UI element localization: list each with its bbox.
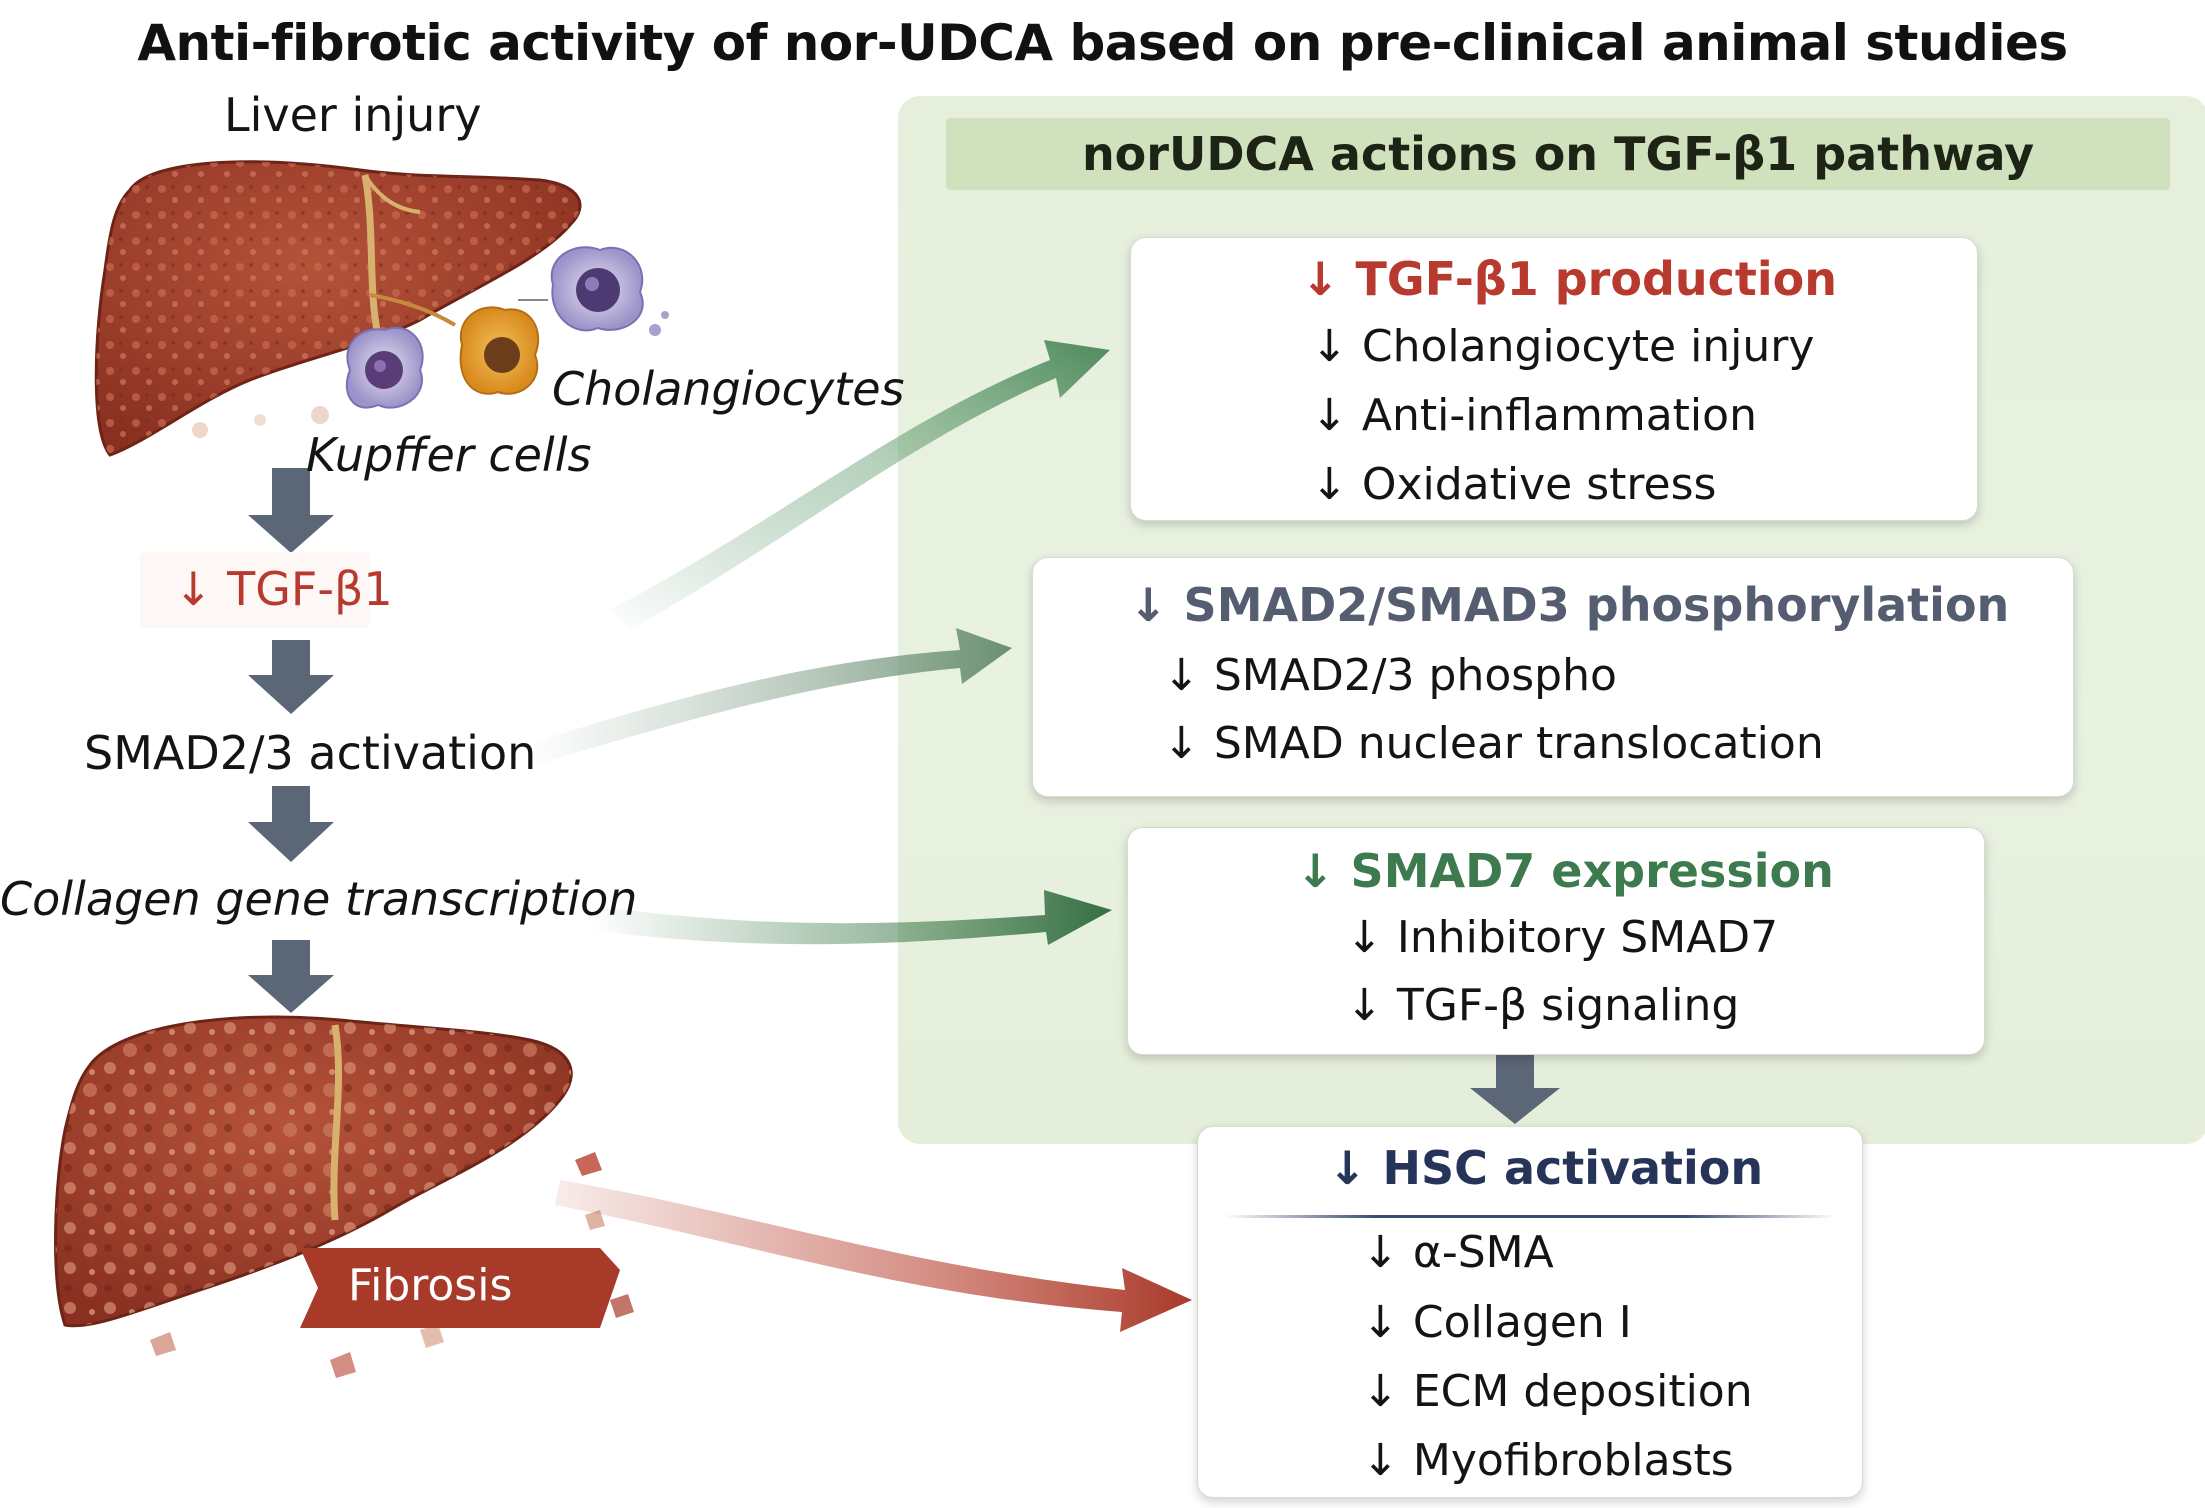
- flow-arrow-2: [248, 640, 334, 714]
- cholangiocyte-cell-icon: [459, 306, 540, 395]
- cholangiocytes-label: Cholangiocytes: [552, 362, 905, 416]
- collagen-transcription-label: Collagen gene transcription: [0, 872, 638, 926]
- card1-item: ↓ Anti-inflammation: [1311, 390, 1757, 441]
- hsc-item: ↓ Collagen I: [1362, 1297, 1632, 1348]
- flow-arrow-1: [248, 468, 334, 553]
- hsc-item: ↓ ECM deposition: [1362, 1366, 1753, 1417]
- immune-cell-icon: [518, 246, 669, 336]
- card2-item: ↓ SMAD nuclear translocation: [1163, 718, 1824, 769]
- arrow-tgf-to-production: [610, 340, 1110, 630]
- card3-item: ↓ TGF-β signaling: [1346, 980, 1740, 1031]
- card1-item: ↓ Cholangiocyte injury: [1311, 321, 1815, 372]
- hsc-divider: [1224, 1215, 1836, 1218]
- smad-activation-label: SMAD2/3 activation: [84, 726, 537, 780]
- arrow-smad-to-phosphorylation: [525, 628, 1012, 765]
- tgf-label: ↓ TGF-β1: [174, 562, 393, 616]
- hsc-item: ↓ α-SMA: [1362, 1227, 1554, 1278]
- panel-header: norUDCA actions on TGF-β1 pathway: [946, 118, 2170, 190]
- kupffer-cell-icon: [345, 326, 424, 409]
- arrow-smad7-to-hsc: [1470, 1053, 1560, 1124]
- fibrosis-banner: [300, 1248, 620, 1328]
- card3-item: ↓ Inhibitory SMAD7: [1346, 912, 1779, 963]
- arrow-collagen-to-smad7: [590, 890, 1112, 945]
- smad7-expression-card: ↓ SMAD7 expression ↓ Inhibitory SMAD7 ↓ …: [1127, 827, 1985, 1055]
- arrow-fibrosis-to-hsc: [555, 1180, 1192, 1332]
- fibrotic-liver-illustration: [54, 1015, 573, 1328]
- fibrosis-debris: [150, 1152, 634, 1378]
- kupffer-cells-label: Kupffer cells: [306, 428, 592, 482]
- tgf-label-box: ↓ TGF-β1: [140, 552, 393, 628]
- hsc-activation-title: ↓ HSC activation: [1328, 1141, 1764, 1195]
- smad7-expression-title: ↓ SMAD7 expression: [1296, 844, 1834, 898]
- card2-item: ↓ SMAD2/3 phospho: [1163, 650, 1617, 701]
- tgf-production-title: ↓ TGF-β1 production: [1301, 252, 1838, 306]
- figure-title: Anti-fibrotic activity of nor-UDCA based…: [137, 14, 2068, 72]
- injured-liver-illustration: [94, 160, 582, 457]
- fibrosis-label: Fibrosis: [348, 1260, 513, 1311]
- liver-injury-label: Liver injury: [224, 88, 482, 142]
- hsc-activation-card: ↓ HSC activation ↓ α-SMA ↓ Collagen I ↓ …: [1197, 1126, 1863, 1498]
- smad-phosphorylation-card: ↓ SMAD2/SMAD3 phosphorylation ↓ SMAD2/3 …: [1032, 557, 2074, 797]
- tgf-production-card: ↓ TGF-β1 production ↓ Cholangiocyte inju…: [1130, 237, 1978, 521]
- card1-item: ↓ Oxidative stress: [1311, 459, 1717, 510]
- panel-header-text: norUDCA actions on TGF-β1 pathway: [1081, 127, 2035, 181]
- smad-phosphorylation-title: ↓ SMAD2/SMAD3 phosphorylation: [1129, 578, 2010, 632]
- flow-arrow-4: [248, 940, 334, 1013]
- hsc-item: ↓ Myofibroblasts: [1362, 1435, 1734, 1486]
- flow-arrow-3: [248, 786, 334, 862]
